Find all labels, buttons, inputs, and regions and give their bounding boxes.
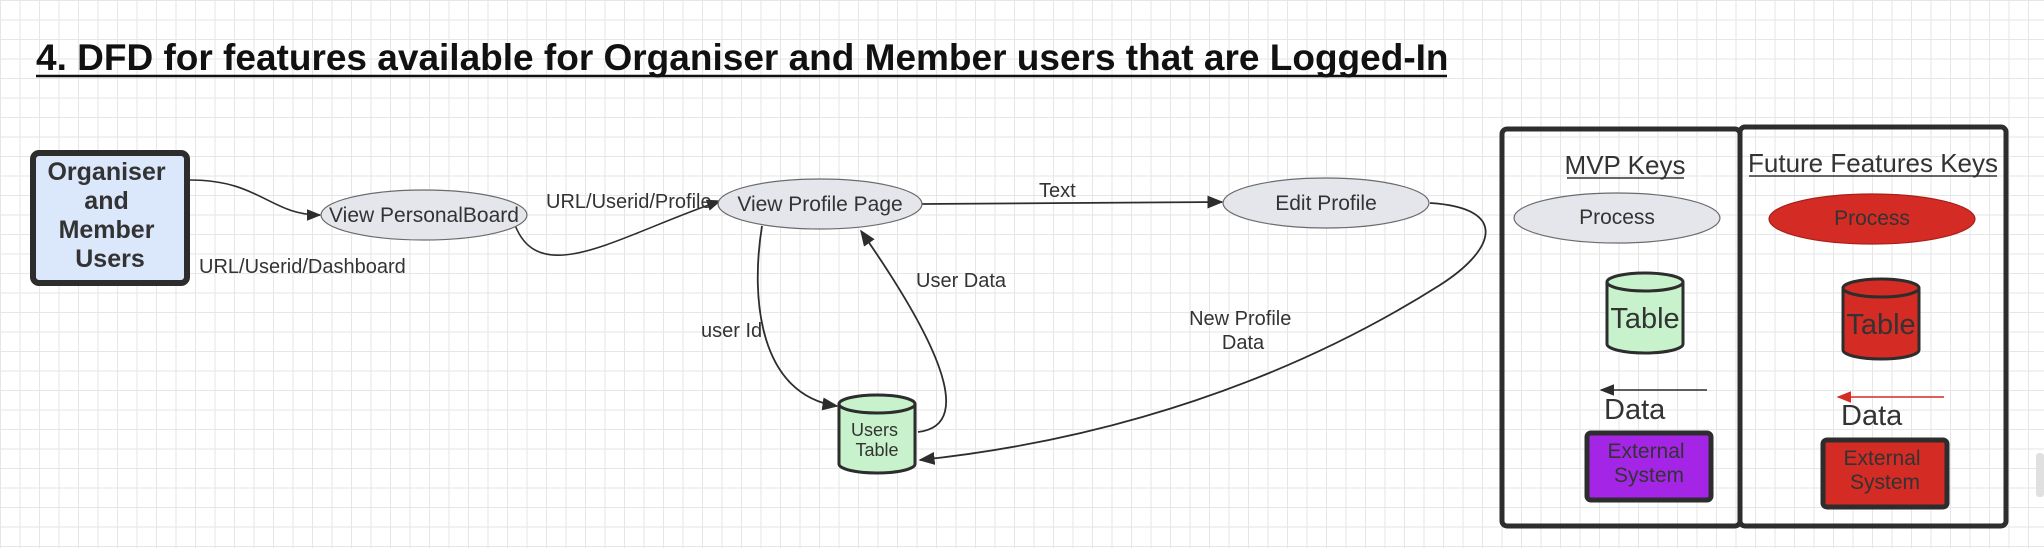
svg-text:External System: External System [1608,440,1691,487]
flow-profile-to-userstable [756,225,839,411]
svg-text:Users Table: Users Table [851,420,903,460]
future-key-data-flow: Data [1836,391,1944,432]
future-keys-title: Future Features Keys [1748,148,1998,178]
process-label: View Profile Page [737,193,902,216]
flow-userstable-to-profile [860,229,948,433]
page-title: 4. DFD for features available for Organi… [36,37,1449,78]
mvp-key-table-label: Table [1610,303,1679,335]
flow-edit-to-userstable [918,202,1487,465]
flow-label-new-profile-line: Data [1222,332,1265,354]
flow-label-user-id: user Id [701,320,762,342]
flow-profile-to-edit [921,195,1224,209]
entity-label-line: Users [75,245,145,273]
data-store-users-table[interactable]: Users Table [837,393,917,475]
canvas-scroll-handle[interactable] [2036,453,2044,497]
process-label: View PersonalBoard [329,204,519,227]
future-key-external-line: External [1844,447,1921,470]
store-label-line: Users [851,420,898,440]
flow-personalboard-to-profile [514,199,722,256]
mvp-key-data-flow: Data [1599,384,1707,426]
mvp-keys-panel: MVP Keys Process Table Data External Sys… [1499,126,1743,529]
entity-label-line: and [84,187,128,215]
flow-label-new-profile-data: New Profile Data [1189,308,1297,354]
external-entity-organiser-member-users[interactable]: Organiser and Member Users [30,150,190,286]
svg-text:Organiser and Memb: Organiser and Member Users [47,158,172,273]
mvp-key-external-line: External [1608,440,1685,463]
future-key-table-label: Table [1846,309,1915,341]
future-features-keys-panel: Future Features Keys Process Table Data … [1737,124,2009,529]
process-edit-profile[interactable]: Edit Profile [1222,177,1430,229]
process-view-personalboard[interactable]: View PersonalBoard [320,189,528,241]
mvp-key-external-line: System [1614,464,1684,487]
process-view-profile-page[interactable]: View Profile Page [717,178,923,230]
flow-label-url-dashboard: URL/Userid/Dashboard [199,256,406,278]
flow-label-new-profile-line: New Profile [1189,308,1291,330]
mvp-key-table: Table [1605,271,1685,355]
flow-entity-to-personalboard [189,179,322,221]
mvp-key-process-label: Process [1579,206,1655,229]
future-key-process: Process [1768,193,1976,245]
flow-label-url-profile: URL/Userid/Profile [546,191,712,213]
store-label-line: Table [855,440,898,460]
future-key-external-line: System [1850,471,1920,494]
future-key-data-label: Data [1841,400,1903,432]
mvp-key-external-system: External System [1584,430,1714,503]
mvp-key-process: Process [1513,192,1721,244]
flow-label-text: Text [1039,180,1076,202]
flow-label-user-data: User Data [916,270,1007,292]
future-key-process-label: Process [1834,207,1910,230]
future-key-table: Table [1841,277,1921,361]
mvp-key-data-label: Data [1604,394,1666,426]
process-label: Edit Profile [1275,192,1377,215]
entity-label-line: Member [59,216,155,244]
entity-label-line: Organiser [47,158,165,186]
future-key-external-system: External System [1820,437,1950,510]
svg-text:External System: External System [1844,447,1927,494]
mvp-keys-title: MVP Keys [1565,150,1686,180]
